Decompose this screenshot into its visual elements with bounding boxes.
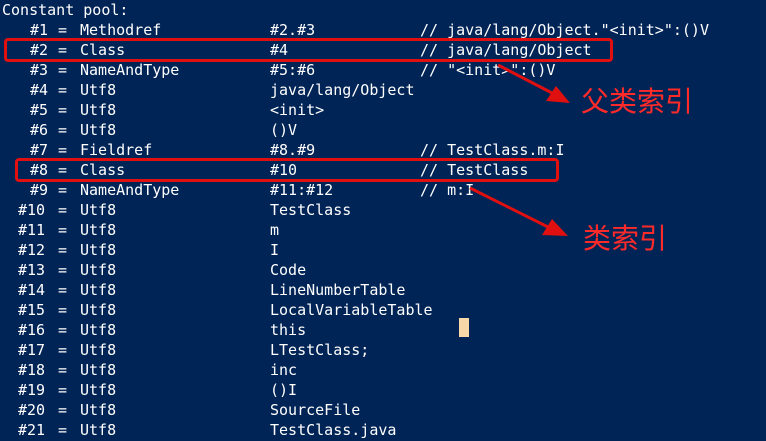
entry-reference: m: [270, 221, 280, 239]
entry-reference: SourceFile: [270, 401, 361, 419]
entry-reference: this: [270, 321, 307, 339]
entry-index: #10: [18, 201, 46, 219]
annotation-superclass-index: 父类索引: [581, 85, 694, 118]
entry-equals: =: [58, 321, 68, 339]
entry-reference: <init>: [270, 101, 325, 119]
entry-reference: #10: [270, 161, 298, 179]
annotation-class-index: 类索引: [583, 222, 668, 255]
entry-equals: =: [58, 61, 68, 79]
constant-pool-header: Constant pool:: [2, 1, 129, 19]
entry-equals: =: [58, 281, 68, 299]
entry-equals: =: [58, 241, 68, 259]
entry-reference: ()V: [270, 121, 298, 139]
entry-kind: Utf8: [80, 361, 117, 379]
entry-equals: =: [58, 341, 68, 359]
entry-reference: TestClass: [270, 201, 352, 219]
entry-comment: // java/lang/Object: [420, 41, 592, 59]
entry-equals: =: [58, 301, 68, 319]
entry-kind: Fieldref: [80, 141, 153, 159]
entry-kind: Utf8: [80, 321, 117, 339]
entry-index: #7: [30, 141, 49, 159]
entry-index: #9: [30, 181, 49, 199]
entry-index: #13: [18, 261, 46, 279]
entry-reference: ()I: [270, 381, 298, 399]
entry-equals: =: [58, 181, 68, 199]
entry-index: #11: [18, 221, 46, 239]
entry-reference: #5:#6: [270, 61, 316, 79]
entry-reference: LineNumberTable: [270, 281, 406, 299]
entry-comment: // "<init>":()V: [420, 61, 556, 79]
entry-kind: Utf8: [80, 101, 117, 119]
entry-kind: Class: [80, 41, 126, 59]
entry-equals: =: [58, 401, 68, 419]
entry-index: #18: [18, 361, 46, 379]
entry-equals: =: [58, 101, 68, 119]
entry-equals: =: [58, 21, 68, 39]
entry-index: #6: [30, 121, 49, 139]
entry-kind: Utf8: [80, 121, 117, 139]
entry-kind: Class: [80, 161, 126, 179]
entry-index: #14: [18, 281, 46, 299]
entry-index: #19: [18, 381, 46, 399]
entry-index: #21: [18, 421, 46, 439]
entry-comment: // m:I: [420, 181, 475, 199]
entry-equals: =: [58, 161, 68, 179]
entry-kind: Utf8: [80, 221, 117, 239]
entry-reference: TestClass.java: [270, 421, 397, 439]
highlight-box-this-class: [15, 158, 559, 182]
entry-equals: =: [58, 81, 68, 99]
entry-reference: I: [270, 241, 280, 259]
entry-equals: =: [58, 381, 68, 399]
entry-index: #15: [18, 301, 46, 319]
entry-equals: =: [58, 141, 68, 159]
entry-kind: Utf8: [80, 381, 117, 399]
entry-equals: =: [58, 361, 68, 379]
entry-kind: Utf8: [80, 401, 117, 419]
entry-index: #8: [30, 161, 49, 179]
entry-index: #12: [18, 241, 46, 259]
entry-equals: =: [58, 201, 68, 219]
entry-reference: java/lang/Object: [270, 81, 415, 99]
entry-kind: Utf8: [80, 201, 117, 219]
entry-index: #5: [30, 101, 49, 119]
entry-kind: Utf8: [80, 341, 117, 359]
entry-kind: NameAndType: [80, 181, 180, 199]
entry-reference: #8.#9: [270, 141, 316, 159]
entry-equals: =: [58, 121, 68, 139]
entry-index: #3: [30, 61, 49, 79]
text-cursor: [459, 318, 469, 337]
entry-index: #4: [30, 81, 49, 99]
entry-equals: =: [58, 221, 68, 239]
entry-equals: =: [58, 41, 68, 59]
entry-comment: // TestClass: [420, 161, 529, 179]
entry-kind: Utf8: [80, 261, 117, 279]
entry-equals: =: [58, 261, 68, 279]
entry-kind: NameAndType: [80, 61, 180, 79]
entry-kind: Utf8: [80, 241, 117, 259]
entry-equals: =: [58, 421, 68, 439]
entry-comment: // java/lang/Object."<init>":()V: [420, 21, 709, 39]
entry-kind: Utf8: [80, 281, 117, 299]
entry-reference: #4: [270, 41, 289, 59]
highlight-box-superclass: [4, 38, 613, 62]
entry-reference: #2.#3: [270, 21, 316, 39]
entry-index: #16: [18, 321, 46, 339]
entry-index: #1: [30, 21, 49, 39]
entry-index: #2: [30, 41, 49, 59]
entry-reference: LocalVariableTable: [270, 301, 433, 319]
entry-index: #17: [18, 341, 46, 359]
entry-reference: Code: [270, 261, 307, 279]
entry-kind: Utf8: [80, 81, 117, 99]
entry-kind: Utf8: [80, 301, 117, 319]
entry-reference: inc: [270, 361, 298, 379]
entry-reference: #11:#12: [270, 181, 334, 199]
entry-kind: Utf8: [80, 421, 117, 439]
entry-reference: LTestClass;: [270, 341, 370, 359]
entry-index: #20: [18, 401, 46, 419]
entry-kind: Methodref: [80, 21, 162, 39]
entry-comment: // TestClass.m:I: [420, 141, 565, 159]
